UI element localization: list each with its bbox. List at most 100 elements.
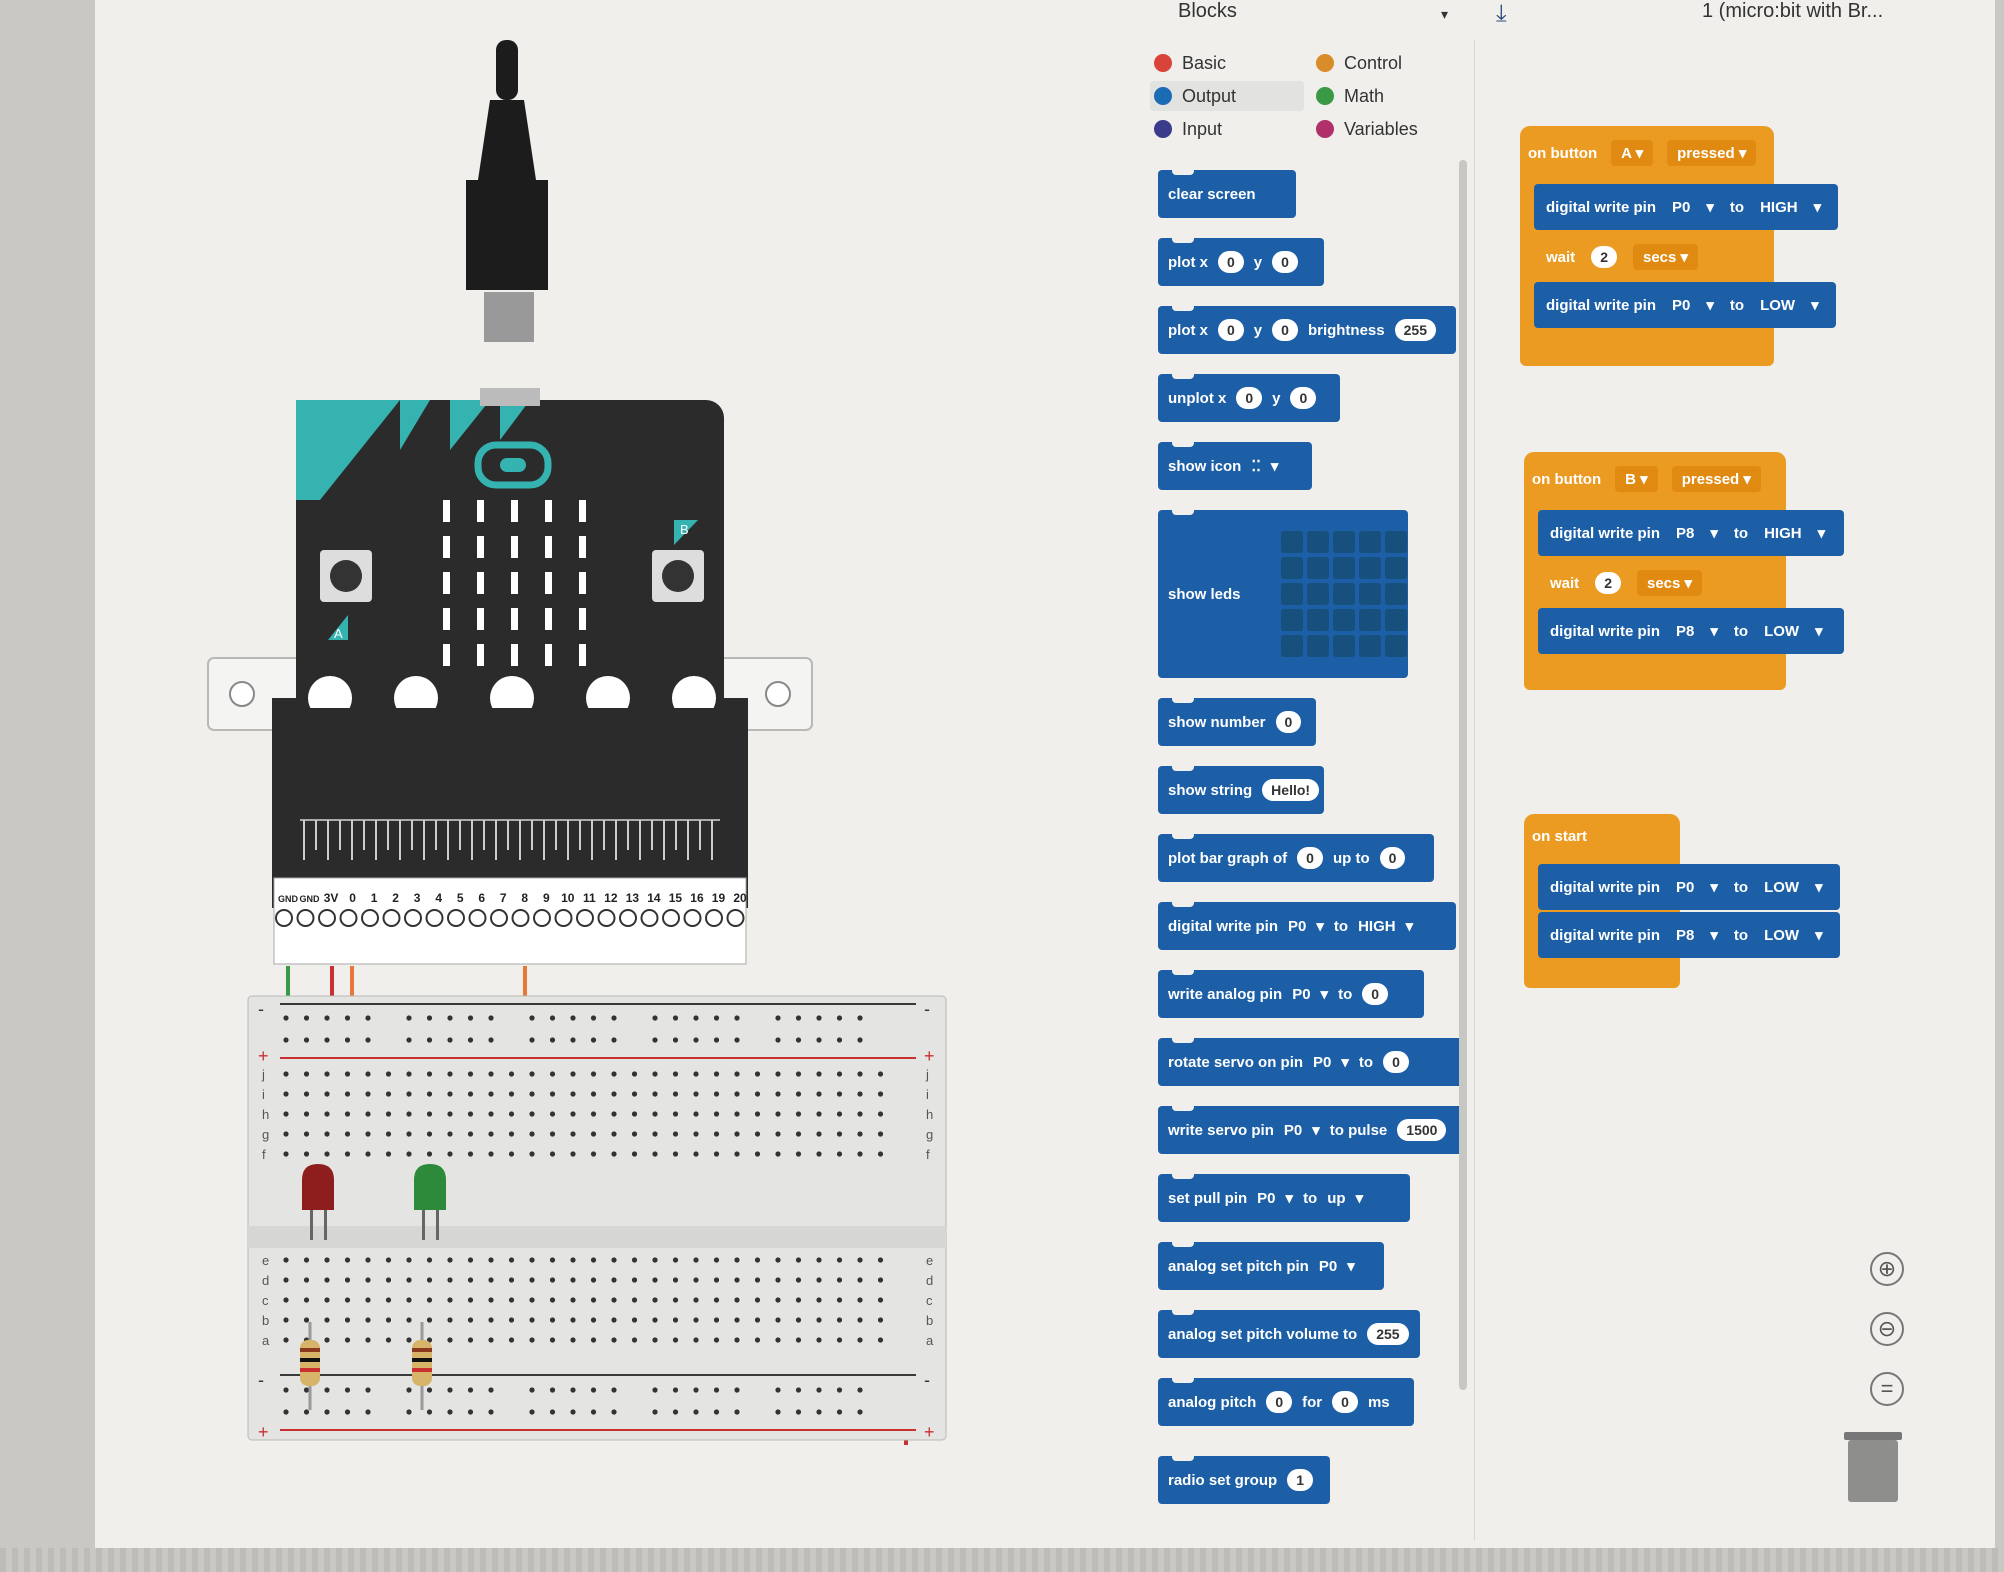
terminal-hole[interactable] xyxy=(426,1277,433,1283)
terminal-hole[interactable] xyxy=(590,1257,597,1263)
pin-hole[interactable] xyxy=(318,909,336,927)
plot-bar-value-input[interactable]: 0 xyxy=(1297,847,1323,869)
green-led[interactable] xyxy=(414,1164,446,1240)
led-cell[interactable] xyxy=(1332,557,1355,579)
terminal-hole[interactable] xyxy=(754,1091,761,1097)
rail-hole[interactable] xyxy=(734,1409,740,1415)
rail-hole[interactable] xyxy=(447,1409,453,1415)
terminal-hole[interactable] xyxy=(344,1297,351,1303)
terminal-hole[interactable] xyxy=(529,1111,535,1117)
rail-hole[interactable] xyxy=(857,1015,863,1021)
terminal-hole[interactable] xyxy=(713,1297,720,1303)
category-input[interactable]: Input xyxy=(1150,114,1304,144)
terminal-hole[interactable] xyxy=(857,1151,863,1157)
terminal-hole[interactable] xyxy=(529,1071,535,1077)
terminal-hole[interactable] xyxy=(590,1277,597,1283)
terminal-hole[interactable] xyxy=(877,1277,884,1283)
terminal-hole[interactable] xyxy=(467,1151,474,1157)
chevron-down-icon[interactable]: ▾ xyxy=(1710,623,1718,640)
block-show-number[interactable]: show number 0 xyxy=(1158,698,1316,746)
terminal-hole[interactable] xyxy=(590,1111,597,1117)
rail-hole[interactable] xyxy=(426,1037,433,1043)
category-basic[interactable]: Basic xyxy=(1150,48,1304,78)
unplot-x-input[interactable]: 0 xyxy=(1236,387,1263,409)
terminal-hole[interactable] xyxy=(693,1071,699,1077)
terminal-hole[interactable] xyxy=(406,1337,412,1343)
rail-hole[interactable] xyxy=(713,1015,720,1021)
rail-hole[interactable] xyxy=(467,1409,474,1415)
button-a-dropdown[interactable]: A ▾ xyxy=(1611,140,1654,166)
rail-hole[interactable] xyxy=(590,1387,597,1393)
rail-hole[interactable] xyxy=(549,1015,556,1021)
led-cell[interactable] xyxy=(1332,635,1355,657)
stmt-digital-write-p0-high[interactable]: digital write pin P0 ▾ to HIGH ▾ xyxy=(1534,184,1838,230)
terminal-hole[interactable] xyxy=(303,1297,310,1303)
rail-hole[interactable] xyxy=(488,1409,494,1415)
rail-hole[interactable] xyxy=(324,1037,330,1043)
terminal-hole[interactable] xyxy=(693,1277,699,1283)
terminal-hole[interactable] xyxy=(365,1317,371,1323)
terminal-hole[interactable] xyxy=(426,1131,433,1137)
terminal-hole[interactable] xyxy=(303,1277,310,1283)
terminal-hole[interactable] xyxy=(365,1297,371,1303)
terminal-hole[interactable] xyxy=(303,1091,310,1097)
rail-hole[interactable] xyxy=(488,1037,494,1043)
value-dropdown[interactable]: HIGH xyxy=(1764,524,1802,542)
rail-hole[interactable] xyxy=(344,1037,351,1043)
rail-hole[interactable] xyxy=(611,1015,617,1021)
pin-hole[interactable] xyxy=(554,909,573,927)
led-cell[interactable] xyxy=(1306,609,1329,631)
terminal-hole[interactable] xyxy=(816,1131,822,1137)
terminal-hole[interactable] xyxy=(734,1151,740,1157)
pin-hole[interactable] xyxy=(576,909,594,927)
led-cell[interactable] xyxy=(1384,609,1407,631)
terminal-hole[interactable] xyxy=(672,1131,679,1137)
terminal-hole[interactable] xyxy=(754,1337,761,1343)
terminal-hole[interactable] xyxy=(795,1277,802,1283)
chevron-down-icon[interactable]: ▾ xyxy=(1320,986,1329,1003)
plot-x-input[interactable]: 0 xyxy=(1218,251,1244,273)
terminal-hole[interactable] xyxy=(324,1317,330,1323)
terminal-hole[interactable] xyxy=(303,1151,310,1157)
terminal-hole[interactable] xyxy=(611,1317,617,1323)
rail-hole[interactable] xyxy=(529,1037,535,1043)
terminal-hole[interactable] xyxy=(365,1277,371,1283)
terminal-hole[interactable] xyxy=(672,1071,679,1077)
pin-hole[interactable] xyxy=(275,909,293,927)
terminal-hole[interactable] xyxy=(385,1337,392,1343)
terminal-hole[interactable] xyxy=(631,1131,638,1137)
terminal-hole[interactable] xyxy=(406,1151,412,1157)
chevron-down-icon[interactable]: ▾ xyxy=(1815,623,1823,640)
terminal-hole[interactable] xyxy=(385,1071,392,1077)
pin-hole[interactable] xyxy=(490,909,508,927)
terminal-hole[interactable] xyxy=(631,1337,638,1343)
terminal-hole[interactable] xyxy=(467,1277,474,1283)
event-on-button-a[interactable]: on button A ▾ pressed ▾ digital write pi… xyxy=(1520,126,1838,366)
terminal-hole[interactable] xyxy=(795,1257,802,1263)
terminal-hole[interactable] xyxy=(652,1297,658,1303)
plot-bar-max-input[interactable]: 0 xyxy=(1379,847,1406,869)
rail-hole[interactable] xyxy=(324,1409,330,1415)
terminal-hole[interactable] xyxy=(447,1111,453,1117)
block-clear-screen[interactable]: clear screen xyxy=(1158,170,1296,218)
terminal-hole[interactable] xyxy=(549,1071,556,1077)
plot-brightness-y-input[interactable]: 0 xyxy=(1272,319,1298,341)
button-b-dropdown[interactable]: B ▾ xyxy=(1615,466,1658,492)
terminal-hole[interactable] xyxy=(652,1317,658,1323)
wait-unit-dropdown[interactable]: secs ▾ xyxy=(1636,570,1703,596)
terminal-hole[interactable] xyxy=(303,1257,310,1263)
block-unplot[interactable]: unplot x 0 y 0 xyxy=(1158,374,1340,422)
radio-group-input[interactable]: 1 xyxy=(1287,1469,1313,1491)
terminal-hole[interactable] xyxy=(324,1337,330,1343)
terminal-hole[interactable] xyxy=(734,1131,740,1137)
pressed-dropdown[interactable]: pressed ▾ xyxy=(1671,466,1761,492)
rail-hole[interactable] xyxy=(672,1409,679,1415)
rail-hole[interactable] xyxy=(488,1015,494,1021)
terminal-hole[interactable] xyxy=(406,1111,412,1117)
rail-hole[interactable] xyxy=(816,1037,822,1043)
terminal-hole[interactable] xyxy=(570,1337,576,1343)
terminal-hole[interactable] xyxy=(816,1091,822,1097)
pin-hole[interactable] xyxy=(468,909,487,927)
value-dropdown[interactable]: LOW xyxy=(1764,926,1800,944)
terminal-hole[interactable] xyxy=(406,1071,412,1077)
